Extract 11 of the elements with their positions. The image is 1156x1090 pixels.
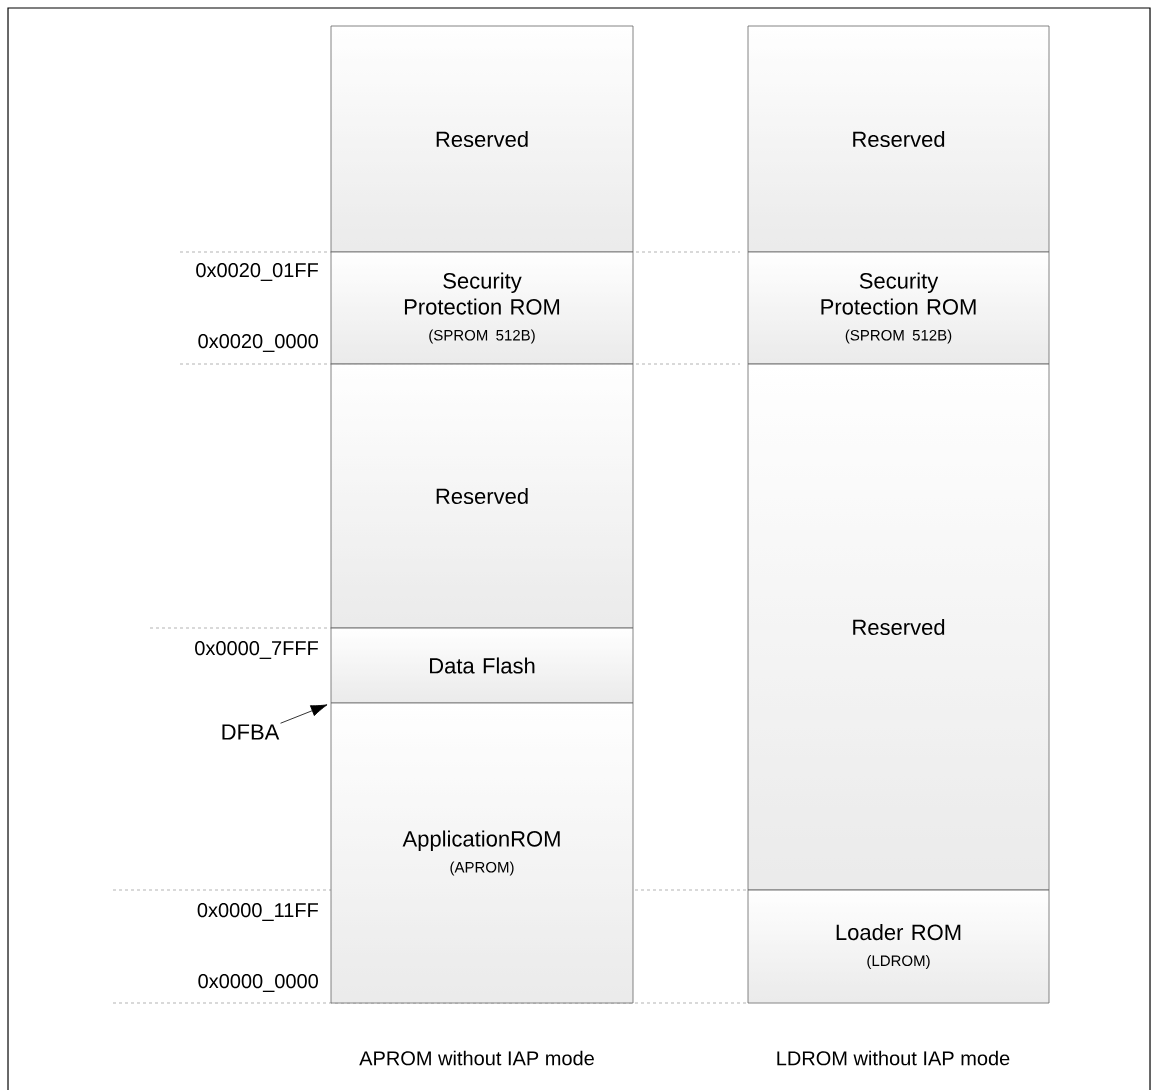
column-caption: APROM without IAP mode <box>359 1050 594 1066</box>
address-label: 0x0020_01FF <box>196 263 318 281</box>
memory-region-box: Security Protection ROM (SPROM 512B) <box>747 251 1050 365</box>
memory-region-box: Data Flash <box>330 627 634 704</box>
memory-region-box: Loader ROM (LDROM) <box>747 889 1050 1004</box>
address-label: 0x0000_7FFF <box>195 641 318 659</box>
arrow <box>280 704 328 724</box>
address-label: 0x0020_0000 <box>198 334 318 352</box>
column-caption: LDROM without IAP mode <box>777 1050 1010 1066</box>
pointer-label: DFBA <box>222 724 280 740</box>
memory-region-box: Security Protection ROM (SPROM 512B) <box>330 251 634 365</box>
